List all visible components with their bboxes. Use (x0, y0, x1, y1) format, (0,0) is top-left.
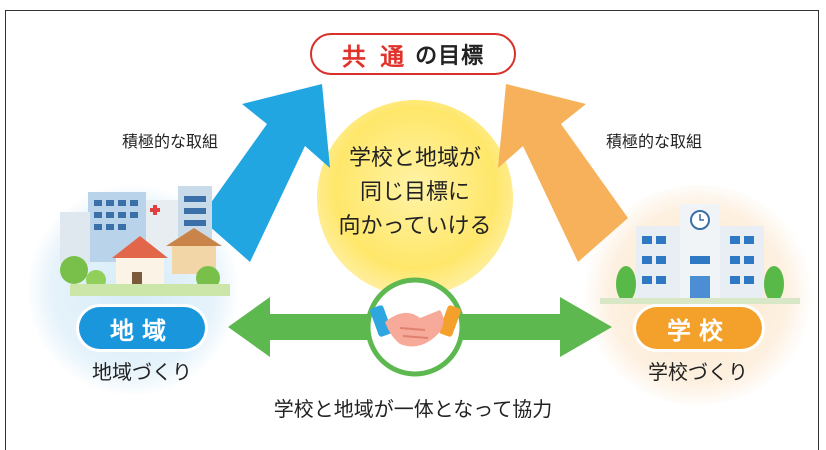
school-building-label: 学校づくり (648, 360, 748, 384)
title-common: 共 通 (341, 42, 408, 71)
cooperation-caption: 学校と地域が一体となって協力 (273, 397, 553, 421)
common-goal-title: 共 通 の目標 (310, 33, 516, 75)
left-effort-label: 積極的な取組 (122, 132, 219, 151)
right-effort-label: 積極的な取組 (606, 132, 703, 151)
shared-goal-circle (317, 100, 513, 296)
left-arrow (200, 84, 330, 262)
center-line-3: 向かっていける (338, 214, 492, 239)
center-line-1: 学校と地域が (348, 146, 481, 171)
diagram-frame (5, 10, 819, 450)
community-badge: 地域 (79, 307, 205, 349)
school-badge: 学校 (636, 307, 762, 349)
center-line-2: 同じ目標に (359, 180, 470, 205)
community-building-label: 地域づくり (92, 360, 192, 384)
center-text: 学校と地域が 同じ目標に 向かっていける (317, 142, 513, 244)
community-illustration (60, 186, 230, 296)
handshake-icon (365, 277, 465, 377)
right-arrow (498, 84, 628, 262)
diagram-graphics (60, 84, 800, 377)
title-rest: の目標 (415, 44, 485, 69)
school-illustration (600, 204, 800, 304)
